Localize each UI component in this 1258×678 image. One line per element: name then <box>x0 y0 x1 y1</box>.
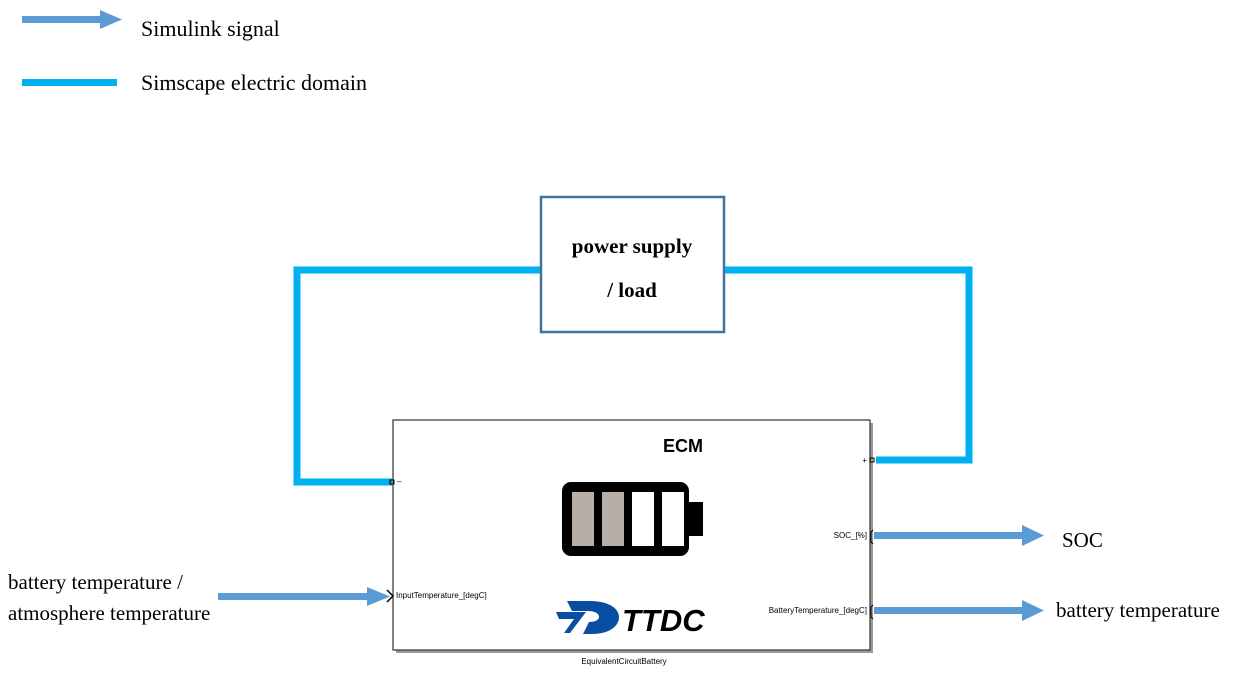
battery-icon <box>562 482 703 556</box>
port-connector-battery-temperature[interactable] <box>870 604 874 620</box>
ecm-block[interactable]: ECM TTDC – + InputTemperature_[degC] SOC… <box>386 419 875 666</box>
signal-temperature-output[interactable] <box>874 600 1044 621</box>
legend: Simulink signal Simscape electric domain <box>22 10 367 95</box>
supply-label-line2: / load <box>606 278 657 302</box>
arrow-head-icon <box>1022 600 1044 621</box>
wire-negative[interactable] <box>293 266 541 486</box>
arrow-right-icon <box>22 10 122 29</box>
supply-label-line1: power supply <box>572 234 693 258</box>
battery-cell-filled <box>602 492 624 546</box>
input-label-line2: atmosphere temperature <box>8 601 210 625</box>
legend-item-simscape-electric: Simscape electric domain <box>22 70 367 95</box>
ttdc-logo-mark-icon <box>556 601 619 634</box>
signal-input-temperature[interactable] <box>218 587 390 606</box>
wire-positive[interactable] <box>724 266 973 464</box>
battery-cell-filled <box>572 492 594 546</box>
legend-item-simulink-signal: Simulink signal <box>22 10 280 41</box>
electric-wires <box>293 266 973 486</box>
port-connector-soc[interactable] <box>870 529 874 545</box>
legend-label-simulink-signal: Simulink signal <box>141 16 280 41</box>
arrow-head-icon <box>1022 525 1044 546</box>
input-label-line1: battery temperature / <box>8 570 183 594</box>
port-label-soc: SOC_[%] <box>834 531 867 540</box>
port-connector-positive[interactable] <box>869 457 875 463</box>
ecm-title: ECM <box>663 436 703 456</box>
ttdc-logo: TTDC <box>556 601 705 638</box>
battery-cell-empty <box>632 492 654 546</box>
signal-soc-output[interactable] <box>874 525 1044 546</box>
port-connector-negative[interactable] <box>389 479 395 485</box>
port-connector-input-temperature[interactable] <box>386 589 395 603</box>
port-label-positive: + <box>862 456 867 465</box>
soc-output-label: SOC <box>1062 528 1103 552</box>
ecm-block-name: EquivalentCircuitBattery <box>581 657 666 666</box>
port-label-input-temperature: InputTemperature_[degC] <box>396 591 487 600</box>
battery-cell-empty <box>662 492 684 546</box>
arrow-head-icon <box>367 587 390 606</box>
temperature-output-label: battery temperature <box>1056 598 1220 622</box>
port-label-negative: – <box>397 477 402 486</box>
thick-line-icon <box>22 79 117 86</box>
ttdc-logo-text: TTDC <box>622 603 705 638</box>
power-supply-load-block[interactable]: power supply / load <box>539 195 726 334</box>
port-label-battery-temperature: BatteryTemperature_[degC] <box>769 606 867 615</box>
legend-label-simscape-electric: Simscape electric domain <box>141 70 367 95</box>
